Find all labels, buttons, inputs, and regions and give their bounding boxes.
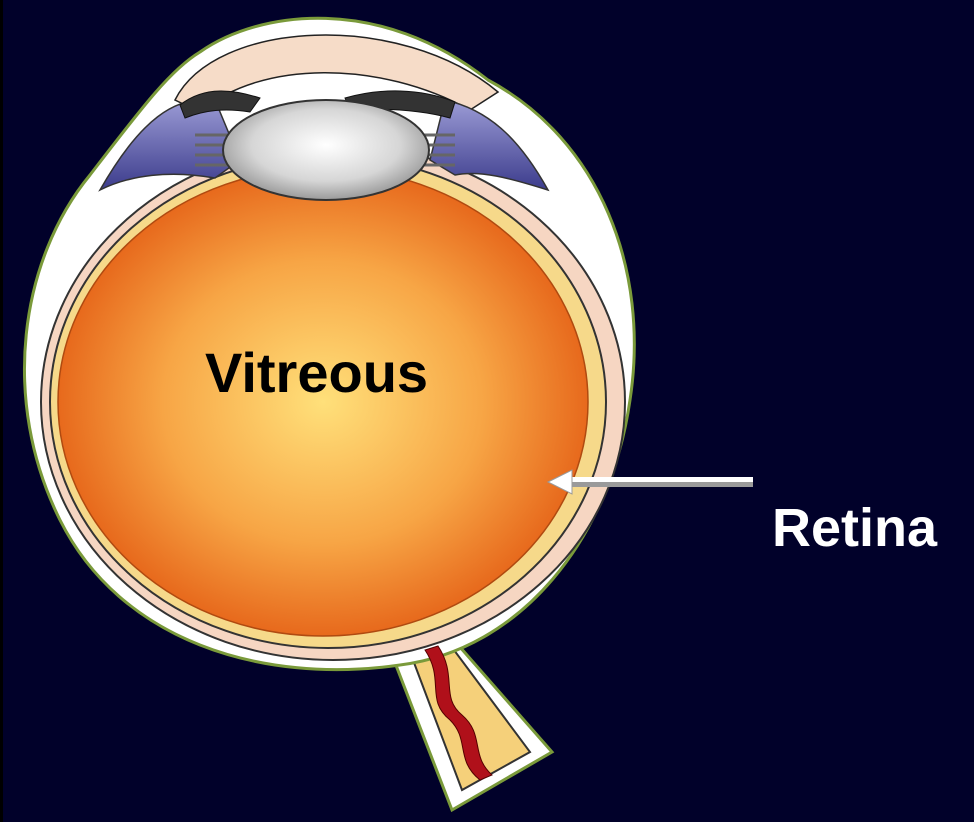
lens (223, 100, 429, 200)
vitreous-label: Vitreous (205, 340, 428, 405)
retina-label: Retina (772, 497, 937, 559)
